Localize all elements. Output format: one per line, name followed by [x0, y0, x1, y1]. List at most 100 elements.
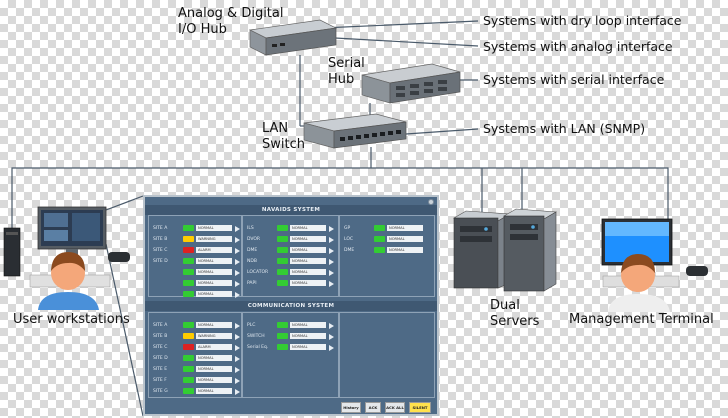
- history-button[interactable]: History: [341, 402, 361, 413]
- status-led: [183, 225, 194, 231]
- play-arrow-icon[interactable]: [235, 291, 240, 298]
- play-arrow-icon[interactable]: [235, 366, 240, 373]
- systems-lan-label: Systems with LAN (SNMP): [483, 121, 646, 136]
- status-row[interactable]: LOCATOR NORMAL: [247, 268, 335, 277]
- status-led: [183, 247, 194, 253]
- status-led: [277, 269, 288, 275]
- status-value: NORMAL: [196, 388, 232, 394]
- status-led: [277, 333, 288, 339]
- status-row[interactable]: NORMAL: [153, 268, 241, 277]
- status-value: NORMAL: [290, 269, 326, 275]
- play-arrow-icon[interactable]: [235, 247, 240, 254]
- play-arrow-icon[interactable]: [329, 333, 334, 340]
- status-row[interactable]: SITE E NORMAL: [153, 365, 241, 374]
- play-arrow-icon[interactable]: [235, 269, 240, 276]
- user-workstation-device: [3, 206, 130, 310]
- status-value: NORMAL: [196, 280, 232, 286]
- play-arrow-icon[interactable]: [235, 225, 240, 232]
- status-row-name: SITE A: [153, 226, 168, 231]
- status-row[interactable]: Serial Eq.NORMAL: [247, 343, 335, 352]
- status-value: NORMAL: [196, 366, 232, 372]
- play-arrow-icon[interactable]: [235, 258, 240, 265]
- status-row[interactable]: NORMAL: [153, 290, 241, 299]
- status-value: NORMAL: [196, 258, 232, 264]
- status-led: [183, 388, 194, 394]
- status-value: ALARM: [196, 344, 232, 350]
- play-arrow-icon[interactable]: [329, 280, 334, 287]
- status-row-name: LOCATOR: [247, 270, 269, 275]
- management-terminal-label: Management Terminal: [569, 312, 714, 327]
- status-value: NORMAL: [290, 247, 326, 253]
- systems-serial-label: Systems with serial interface: [483, 72, 665, 87]
- io-hub-label: Analog & Digital I/O Hub: [178, 6, 283, 38]
- play-arrow-icon[interactable]: [235, 388, 240, 395]
- play-arrow-icon[interactable]: [235, 333, 240, 340]
- play-arrow-icon[interactable]: [235, 280, 240, 287]
- panel-close-button[interactable]: [428, 199, 434, 205]
- status-value: NORMAL: [196, 291, 232, 297]
- ack-button[interactable]: ACK: [365, 402, 381, 413]
- play-arrow-icon[interactable]: [235, 344, 240, 351]
- status-led: [183, 269, 194, 275]
- play-arrow-icon[interactable]: [329, 258, 334, 265]
- status-value: NORMAL: [196, 225, 232, 231]
- silent-button[interactable]: SILENT: [409, 402, 431, 413]
- dual-servers-label-line1: Dual: [490, 298, 520, 313]
- lan-switch-label-line1: LAN: [262, 121, 289, 136]
- status-row-name: DVOR: [247, 237, 261, 242]
- play-arrow-icon[interactable]: [235, 236, 240, 243]
- play-arrow-icon[interactable]: [235, 322, 240, 329]
- status-row-name: Serial Eq.: [247, 345, 269, 350]
- status-led: [183, 322, 194, 328]
- play-arrow-icon[interactable]: [329, 236, 334, 243]
- play-arrow-icon[interactable]: [329, 322, 334, 329]
- play-arrow-icon[interactable]: [329, 225, 334, 232]
- status-value: WARNING: [196, 236, 232, 242]
- play-arrow-icon[interactable]: [329, 344, 334, 351]
- play-arrow-icon[interactable]: [329, 269, 334, 276]
- status-led: [277, 225, 288, 231]
- status-value: NORMAL: [290, 280, 326, 286]
- status-row[interactable]: NORMAL: [153, 279, 241, 288]
- play-arrow-icon[interactable]: [235, 355, 240, 362]
- status-led: [183, 236, 194, 242]
- lan-switch-label-line2: Switch: [262, 137, 305, 152]
- status-value: NORMAL: [387, 225, 423, 231]
- status-row-name: ILS: [247, 226, 254, 231]
- status-led: [277, 236, 288, 242]
- status-led: [277, 280, 288, 286]
- management-terminal-device: [601, 218, 708, 312]
- status-row-name: SITE E: [153, 367, 168, 372]
- dual-servers-label: Dual Servers: [490, 298, 539, 330]
- io-hub-label-line2: I/O Hub: [178, 22, 227, 37]
- systems-dry-loop-label: Systems with dry loop interface: [483, 13, 682, 28]
- io-hub-device: [248, 19, 338, 56]
- status-led: [183, 333, 194, 339]
- ack-all-button[interactable]: ACK ALL: [385, 402, 405, 413]
- status-row[interactable]: SITE A NORMAL: [153, 224, 241, 233]
- status-value: NORMAL: [196, 355, 232, 361]
- play-arrow-icon[interactable]: [235, 377, 240, 384]
- dual-servers-label-line2: Servers: [490, 314, 540, 329]
- play-arrow-icon[interactable]: [329, 247, 334, 254]
